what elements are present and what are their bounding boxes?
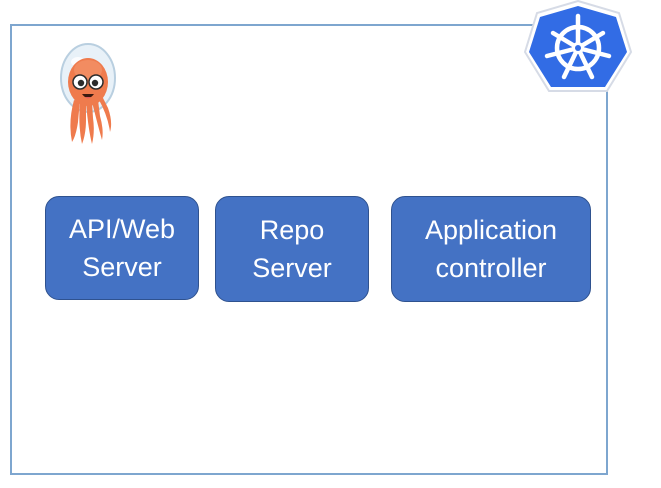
application-controller-label-line-1: Application (424, 215, 558, 245)
application-controller-box: Application controller (391, 196, 591, 302)
application-controller-label-line-2: controller (435, 253, 547, 283)
api-web-server-label-line-2: Server (82, 252, 162, 282)
repo-server-label-line-1: Repo (259, 215, 325, 245)
api-web-server-box: API/Web Server (45, 196, 199, 300)
cluster-boundary (10, 24, 608, 475)
repo-server-label-line-2: Server (252, 253, 332, 283)
repo-server-box: Repo Server (215, 196, 369, 302)
kubernetes-helm-logo-icon (523, 0, 633, 92)
api-web-server-label-line-1: API/Web (68, 214, 176, 244)
argo-octopus-logo-icon (60, 43, 116, 144)
